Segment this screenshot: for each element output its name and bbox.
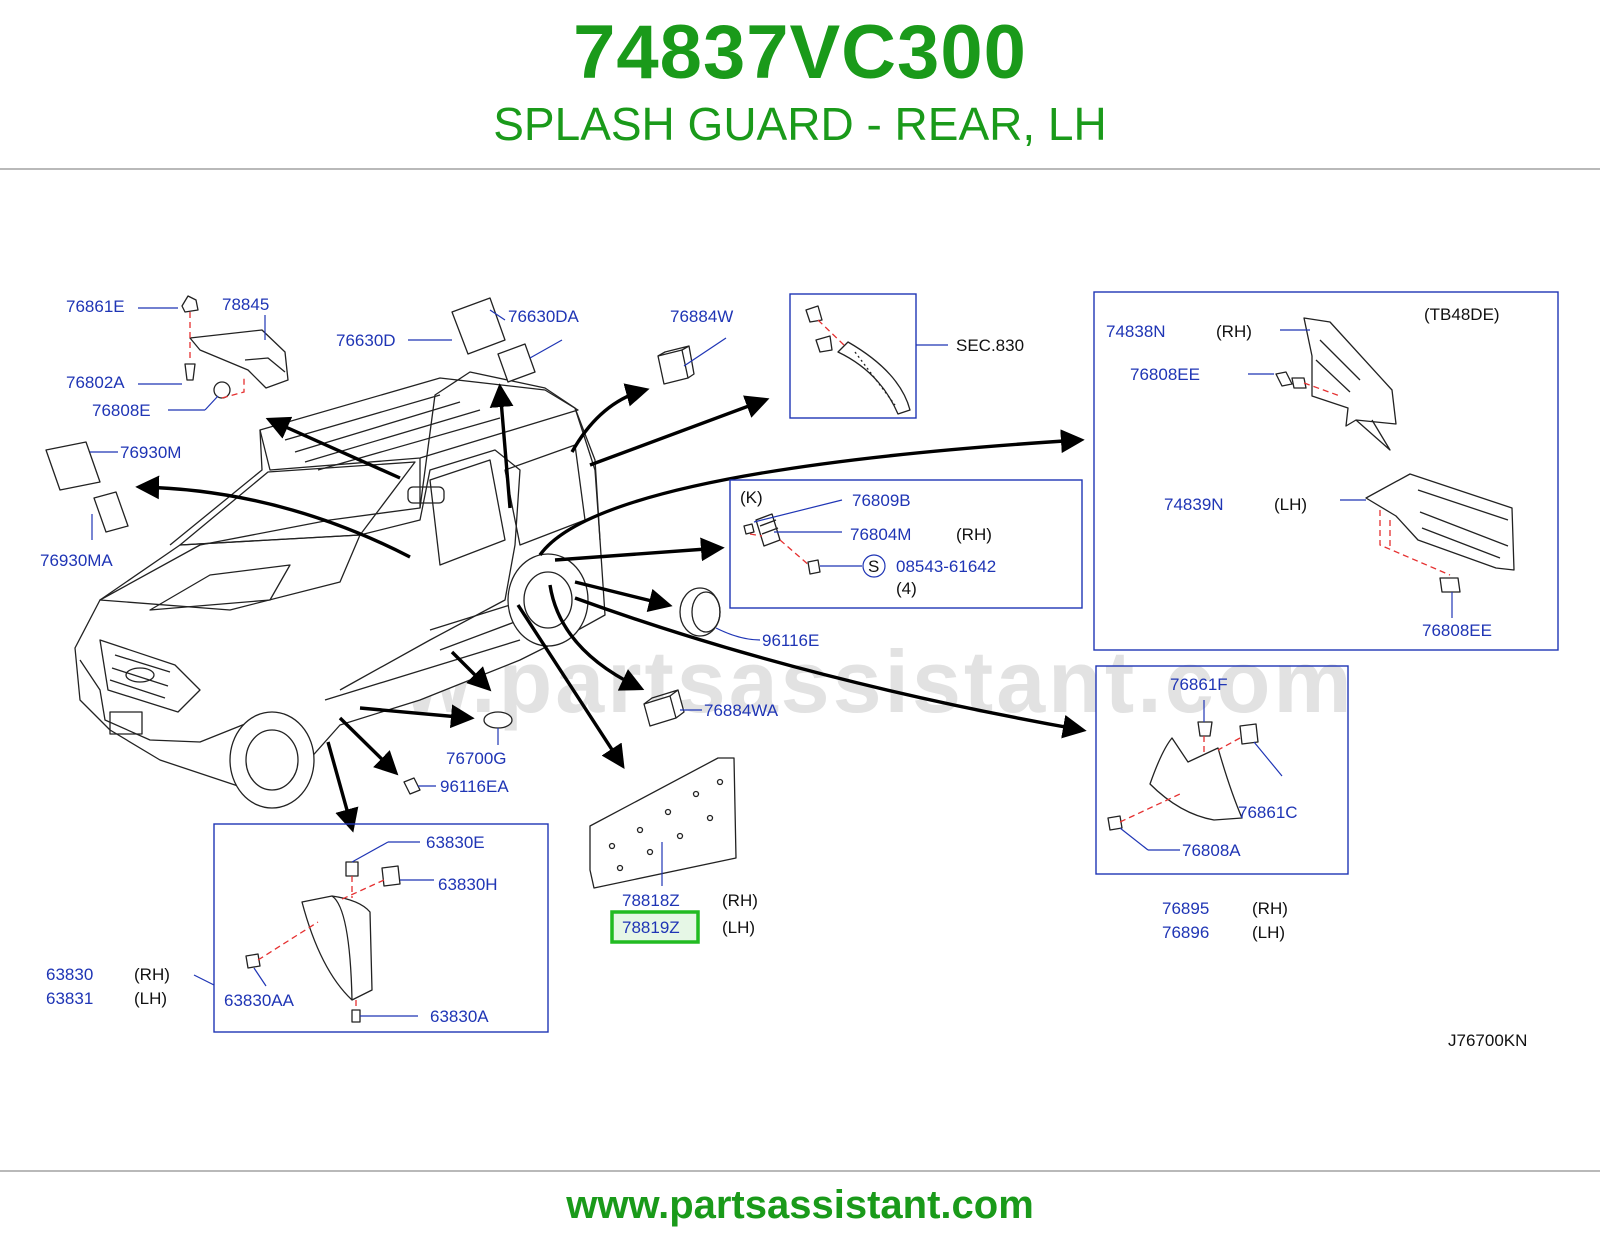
label-63831-lh: (LH) — [134, 989, 167, 1008]
part-label-76895[interactable]: 76895 — [1162, 899, 1209, 918]
screw-quantity: (4) — [896, 579, 917, 598]
part-label-76809B[interactable]: 76809B — [852, 491, 911, 510]
label-63830-rh: (RH) — [134, 965, 170, 984]
part-label-74838N[interactable]: 74838N — [1106, 322, 1166, 341]
part-number-title: 74837VC300 — [573, 10, 1027, 95]
part-label-76884W[interactable]: 76884W — [670, 307, 733, 326]
front-splash-guard-box: 76861F 76861C 76808A 76895 (RH) 76896 (L… — [1095, 665, 1349, 942]
parts-diagram: www.partsassistant.com — [40, 291, 1559, 1050]
label-76896-lh: (LH) — [1252, 923, 1285, 942]
label-74839N-lh: (LH) — [1274, 495, 1307, 514]
part-label-76861F[interactable]: 76861F — [1170, 675, 1228, 694]
highlight-78819Z — [610, 910, 700, 944]
part-label-96116E[interactable]: 96116E — [762, 631, 819, 650]
sill-group: 76700G 96116EA — [403, 711, 513, 796]
tb48de-box: (TB48DE) 74838N (RH) 76808EE 74839N (LH)… — [1093, 291, 1559, 651]
part-label-76802A[interactable]: 76802A — [66, 373, 125, 392]
part-label-76808EE-lower[interactable]: 76808EE — [1422, 621, 1492, 640]
pad-76884WA-group: 76884WA — [643, 689, 779, 727]
part-label-63830E[interactable]: 63830E — [426, 833, 485, 852]
label-78819Z-lh: (LH) — [722, 918, 755, 937]
label-76895-rh: (RH) — [1252, 899, 1288, 918]
part-label-63830H[interactable]: 63830H — [438, 875, 498, 894]
part-label-63830[interactable]: 63830 — [46, 965, 93, 984]
vehicle-drawing — [74, 371, 606, 809]
part-label-78819Z[interactable]: 78819Z — [622, 918, 680, 937]
splash-panel-group: 78818Z (RH) 78819Z (LH) — [589, 757, 758, 944]
window-label-group: 76930M 76930MA — [40, 441, 181, 570]
part-label-08543-61642[interactable]: 08543-61642 — [896, 557, 996, 576]
label-76804M-rh: (RH) — [956, 525, 992, 544]
part-label-96116EA[interactable]: 96116EA — [440, 777, 509, 796]
screw-symbol: S — [868, 557, 879, 576]
engine-variant[interactable]: (TB48DE) — [1424, 305, 1500, 324]
part-label-76700G[interactable]: 76700G — [446, 749, 507, 768]
rear-splash-guard-box: 63830E 63830H 63830AA 63830A 63830 (RH) … — [46, 823, 549, 1033]
roof-label-group: 76630D 76630DA — [336, 297, 580, 383]
part-label-76930M[interactable]: 76930M — [120, 443, 181, 462]
part-label-76930MA[interactable]: 76930MA — [40, 551, 113, 570]
sec-reference[interactable]: SEC.830 — [956, 336, 1024, 355]
part-label-76808A[interactable]: 76808A — [1182, 841, 1241, 860]
part-label-63831[interactable]: 63831 — [46, 989, 93, 1008]
label-74838N-rh: (RH) — [1216, 322, 1252, 341]
pointer-arrows — [135, 383, 1087, 833]
part-label-76808E[interactable]: 76808E — [92, 401, 151, 420]
part-label-78845[interactable]: 78845 — [222, 295, 269, 314]
part-name-subtitle: SPLASH GUARD - REAR, LH — [493, 98, 1107, 150]
part-label-76630D[interactable]: 76630D — [336, 331, 396, 350]
footer-url-link[interactable]: www.partsassistant.com — [566, 1183, 1034, 1227]
pad-76884W-group: 76884W — [657, 307, 733, 385]
diagram-code: J76700KN — [1448, 1031, 1527, 1050]
part-label-63830A[interactable]: 63830A — [430, 1007, 489, 1026]
page-header: 74837VC300 SPLASH GUARD - REAR, LH — [0, 0, 1600, 170]
part-label-76884WA[interactable]: 76884WA — [704, 701, 779, 720]
part-label-76896[interactable]: 76896 — [1162, 923, 1209, 942]
plug-96116E-group: 96116E — [679, 587, 819, 650]
roof-rail-cover-group: 76861E 78845 76802A 76808E — [66, 295, 289, 420]
part-label-76861C[interactable]: 76861C — [1238, 803, 1298, 822]
part-label-76630DA[interactable]: 76630DA — [508, 307, 580, 326]
label-78818Z-rh: (RH) — [722, 891, 758, 910]
part-label-76861E[interactable]: 76861E — [66, 297, 125, 316]
part-label-63830AA[interactable]: 63830AA — [224, 991, 295, 1010]
k-variant-label[interactable]: (K) — [740, 488, 763, 507]
part-label-74839N[interactable]: 74839N — [1164, 495, 1224, 514]
footer-divider — [0, 1170, 1600, 1172]
part-label-76804M[interactable]: 76804M — [850, 525, 911, 544]
header-divider — [0, 168, 1600, 170]
sec830-box: SEC.830 — [789, 293, 1024, 419]
k-variant-box: (K) S 76809B 76804M (RH) 08543-61642 (4) — [729, 479, 1083, 609]
part-label-76808EE-upper[interactable]: 76808EE — [1130, 365, 1200, 384]
part-label-78818Z[interactable]: 78818Z — [622, 891, 680, 910]
